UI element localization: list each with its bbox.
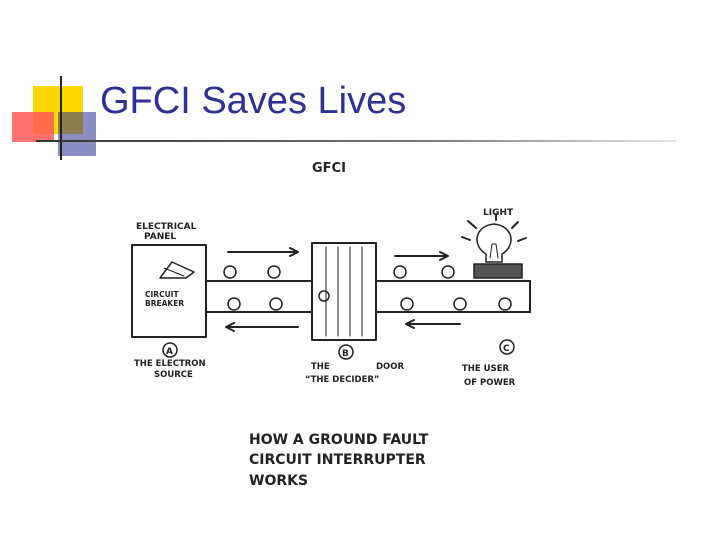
electron	[267, 265, 281, 279]
breaker-label-line2: BREAKER	[145, 299, 184, 308]
diagram-heading: GFCI	[312, 161, 346, 176]
caption-b-the: THE	[311, 362, 330, 372]
marker-a-circle	[162, 342, 178, 358]
caption-b-door: DOOR	[376, 362, 405, 372]
caption-b-decider: “THE DECIDER”	[305, 375, 380, 385]
arrow-left-bottom-right	[405, 319, 461, 329]
breaker-lever	[159, 261, 195, 279]
electron	[498, 297, 512, 311]
marker-c-circle	[499, 339, 515, 355]
breaker-label-line1: CIRCUIT	[145, 290, 179, 299]
caption-c-line1: THE USER	[462, 364, 510, 374]
caption-c-line2: OF POWER	[464, 378, 516, 388]
footer-line3: WORKS	[249, 473, 308, 489]
gfci-knob	[318, 290, 330, 302]
gfci-door-box	[311, 242, 377, 341]
light-label: LIGHT	[483, 208, 514, 218]
electron	[453, 297, 467, 311]
marker-b: B	[342, 349, 349, 359]
panel-label-line2: PANEL	[144, 232, 176, 242]
caption-a-line2: SOURCE	[154, 370, 193, 380]
deco-vertical-line	[60, 76, 62, 160]
slide-title: GFCI Saves Lives	[100, 80, 407, 122]
footer-line2: CIRCUIT INTERRUPTER	[249, 452, 426, 468]
electron	[441, 265, 455, 279]
electron	[223, 265, 237, 279]
marker-b-circle	[338, 344, 354, 360]
deco-blue-square	[58, 112, 96, 156]
electron	[269, 297, 283, 311]
light-bulb-icon	[461, 213, 527, 279]
arrow-left-bottom-left	[225, 322, 299, 332]
electrons	[223, 265, 512, 311]
electron	[393, 265, 407, 279]
arrow-right-top-left	[227, 247, 299, 257]
marker-a: A	[166, 347, 173, 357]
panel-label-line1: ELECTRICAL	[136, 222, 197, 232]
caption-a-line1: THE ELECTRON	[134, 359, 206, 369]
title-rule	[36, 140, 676, 142]
marker-c: C	[503, 344, 510, 354]
footer-line1: HOW A GROUND FAULT	[249, 432, 429, 448]
electrical-panel-box	[131, 244, 207, 338]
deco-red-square	[12, 112, 54, 142]
electron	[227, 297, 241, 311]
electron	[400, 297, 414, 311]
arrow-right-top-right	[394, 251, 449, 261]
